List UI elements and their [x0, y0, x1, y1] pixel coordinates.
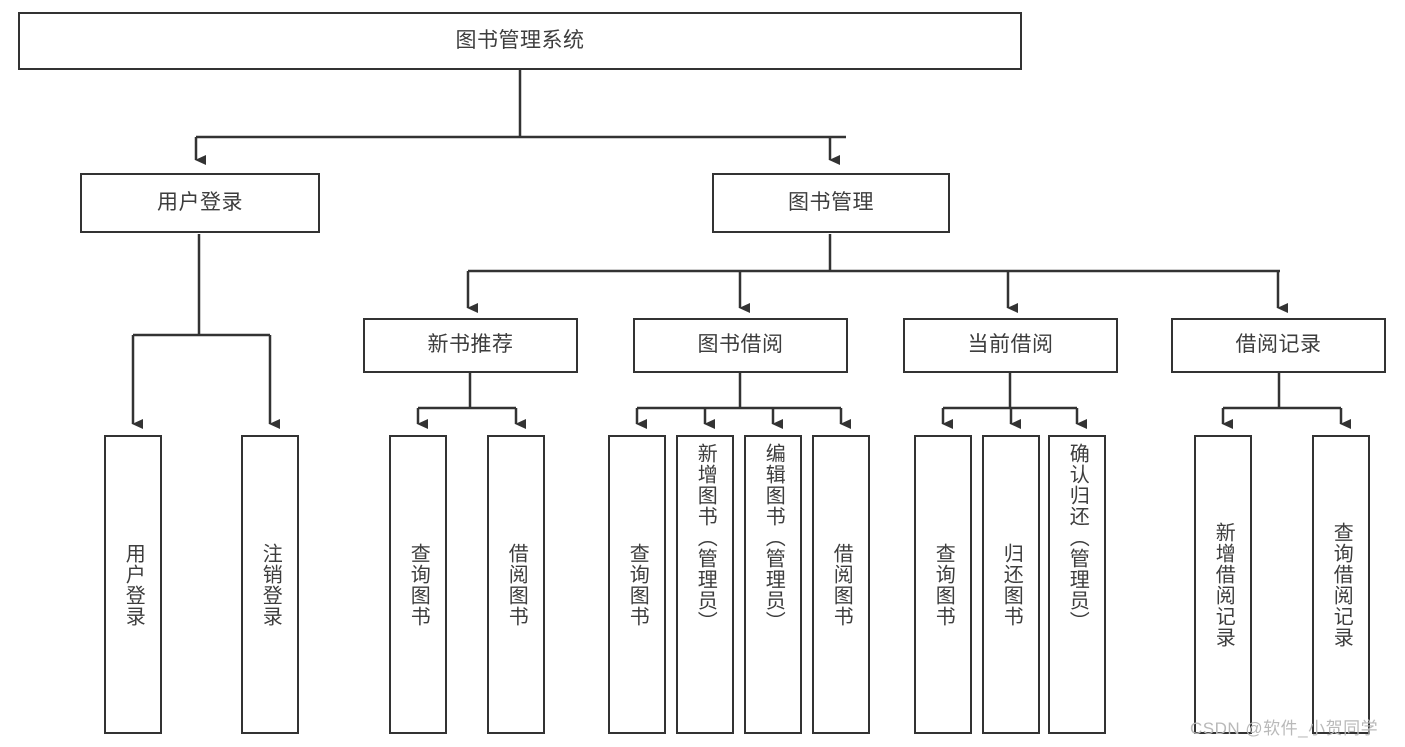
node-leaf-edit-book[interactable]: 编辑图书（管理员） [744, 435, 802, 734]
node-leaf-query-record[interactable]: 查询借阅记录 [1312, 435, 1370, 734]
node-leaf-add-record-label: 新增借阅记录 [1212, 521, 1235, 648]
node-book-manage-label: 图书管理 [788, 190, 874, 214]
node-leaf-confirm-return-label: 确认归还（管理员） [1066, 443, 1089, 632]
node-leaf-query-book-1-label: 查询图书 [407, 542, 430, 627]
node-leaf-confirm-return[interactable]: 确认归还（管理员） [1048, 435, 1106, 734]
node-book-borrow-label: 图书借阅 [697, 333, 784, 357]
node-leaf-query-book-1[interactable]: 查询图书 [389, 435, 447, 734]
node-leaf-borrow-book-1-label: 借阅图书 [505, 542, 528, 627]
node-user-login[interactable]: 用户登录 [80, 173, 320, 233]
node-leaf-borrow-book-2-label: 借阅图书 [830, 542, 853, 627]
node-user-login-label: 用户登录 [157, 190, 243, 214]
node-leaf-add-book-label: 新增图书（管理员） [694, 443, 717, 632]
node-book-manage[interactable]: 图书管理 [712, 173, 950, 233]
node-borrow-record-label: 借阅记录 [1235, 333, 1322, 357]
node-leaf-user-login-label: 用户登录 [122, 542, 145, 627]
node-leaf-query-book-3-label: 查询图书 [932, 542, 955, 627]
node-leaf-edit-book-label: 编辑图书（管理员） [762, 443, 785, 632]
node-leaf-user-login[interactable]: 用户登录 [104, 435, 162, 734]
node-root-label: 图书管理系统 [455, 28, 585, 52]
watermark-label: CSDN @软件_小贺同学 [1190, 719, 1379, 738]
node-leaf-query-record-label: 查询借阅记录 [1330, 521, 1353, 648]
node-new-book-recommend[interactable]: 新书推荐 [363, 318, 578, 373]
node-leaf-return-book[interactable]: 归还图书 [982, 435, 1040, 734]
node-leaf-add-record[interactable]: 新增借阅记录 [1194, 435, 1252, 734]
node-current-borrow-label: 当前借阅 [967, 333, 1054, 357]
node-new-book-recommend-label: 新书推荐 [427, 333, 514, 357]
node-leaf-add-book[interactable]: 新增图书（管理员） [676, 435, 734, 734]
node-leaf-logout[interactable]: 注销登录 [241, 435, 299, 734]
node-borrow-record[interactable]: 借阅记录 [1171, 318, 1386, 373]
node-leaf-query-book-2[interactable]: 查询图书 [608, 435, 666, 734]
node-leaf-return-book-label: 归还图书 [1000, 542, 1023, 627]
node-leaf-borrow-book-1[interactable]: 借阅图书 [487, 435, 545, 734]
node-root[interactable]: 图书管理系统 [18, 12, 1022, 70]
node-leaf-query-book-2-label: 查询图书 [626, 542, 649, 627]
node-leaf-query-book-3[interactable]: 查询图书 [914, 435, 972, 734]
node-leaf-logout-label: 注销登录 [259, 542, 282, 627]
node-current-borrow[interactable]: 当前借阅 [903, 318, 1118, 373]
node-leaf-borrow-book-2[interactable]: 借阅图书 [812, 435, 870, 734]
node-book-borrow[interactable]: 图书借阅 [633, 318, 848, 373]
